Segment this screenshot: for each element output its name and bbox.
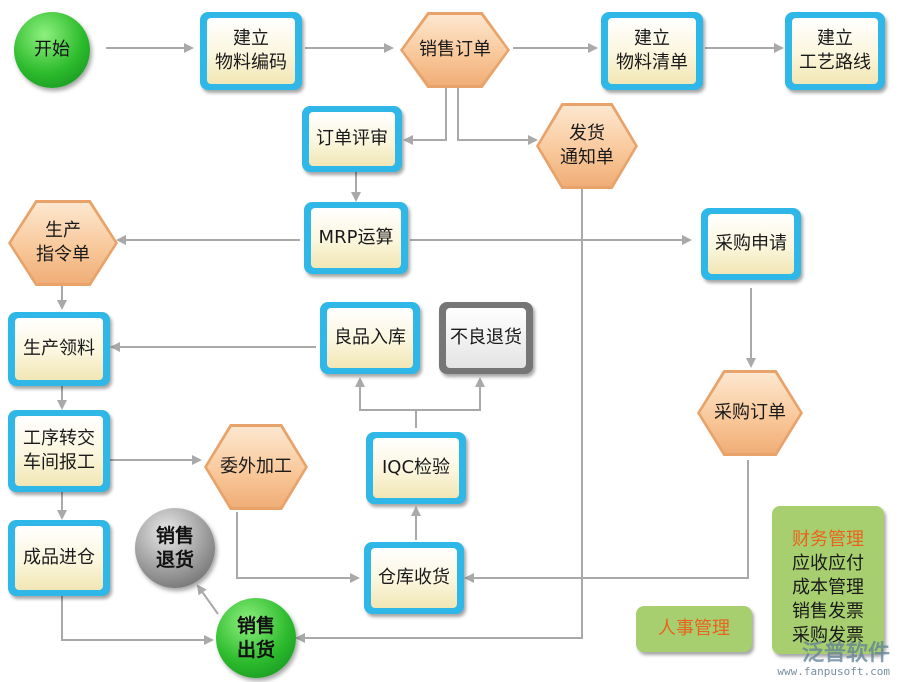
create-material-code-line1: 建立 bbox=[233, 28, 269, 49]
arrow-finished-to-shipment bbox=[61, 596, 214, 645]
arrow-iqc-to-good-stock bbox=[355, 377, 417, 428]
arrow-sales-order-to-order-review bbox=[403, 88, 447, 145]
good-stock-in-label: 良品入库 bbox=[334, 327, 406, 348]
sales-shipment-line2: 出货 bbox=[236, 639, 275, 661]
finance-item-cost-management: 成本管理 bbox=[792, 577, 864, 598]
outsourcing-label: 委外加工 bbox=[220, 456, 292, 477]
purchase-order-hex[interactable]: 采购订单 bbox=[697, 370, 803, 456]
finished-stock-in-label: 成品进仓 bbox=[23, 547, 95, 568]
sales-return-line1: 销售 bbox=[155, 525, 194, 547]
sales-shipment-circle[interactable]: 销售 出货 bbox=[216, 598, 296, 678]
production-order-line2: 指令单 bbox=[36, 244, 90, 265]
watermark-url: www.fanpusoft.com bbox=[777, 665, 890, 678]
good-stock-in-box[interactable]: 良品入库 bbox=[320, 302, 420, 374]
create-routing-line1: 建立 bbox=[817, 28, 853, 49]
watermark: 泛普软件 www.fanpusoft.com bbox=[777, 642, 890, 678]
iqc-label: IQC检验 bbox=[381, 457, 451, 478]
outsourcing-hex[interactable]: 委外加工 bbox=[204, 424, 308, 510]
arrow-outsourcing-to-receipt bbox=[236, 512, 360, 583]
create-routing-box[interactable]: 建立 工艺路线 bbox=[785, 12, 885, 90]
delivery-notice-line2: 通知单 bbox=[560, 147, 614, 168]
finance-title: 财务管理 bbox=[792, 529, 864, 550]
hr-box[interactable]: 人事管理 bbox=[636, 606, 752, 652]
order-review-label: 订单评审 bbox=[316, 128, 388, 149]
arrow-shipment-to-sales-return bbox=[196, 584, 219, 615]
start-label: 开始 bbox=[34, 39, 70, 60]
warehouse-receipt-label: 仓库收货 bbox=[378, 567, 450, 588]
sales-return-line2: 退货 bbox=[155, 549, 194, 571]
sales-shipment-line1: 销售 bbox=[236, 615, 275, 637]
create-bom-line1: 建立 bbox=[634, 28, 670, 49]
finished-stock-in-box[interactable]: 成品进仓 bbox=[8, 520, 110, 596]
mrp-label: MRP运算 bbox=[318, 227, 394, 248]
defect-return-box[interactable]: 不良退货 bbox=[439, 302, 533, 374]
production-order-line1: 生产 bbox=[45, 220, 81, 241]
purchase-request-label: 采购申请 bbox=[715, 233, 787, 254]
sales-order-hex[interactable]: 销售订单 bbox=[400, 12, 510, 88]
finance-item-purchase-invoice: 采购发票 bbox=[792, 625, 864, 646]
create-routing-line2: 工艺路线 bbox=[799, 52, 871, 73]
create-material-code-box[interactable]: 建立 物料编码 bbox=[200, 12, 302, 90]
finance-item-receivable-payable: 应收应付 bbox=[792, 553, 864, 574]
production-picking-label: 生产领料 bbox=[23, 338, 95, 359]
order-review-box[interactable]: 订单评审 bbox=[302, 106, 402, 172]
process-transfer-line1: 工序转交 bbox=[23, 428, 95, 449]
purchase-request-box[interactable]: 采购申请 bbox=[701, 208, 801, 280]
sales-return-circle[interactable]: 销售 退货 bbox=[135, 508, 215, 588]
create-bom-line2: 物料清单 bbox=[616, 52, 688, 73]
delivery-notice-line1: 发货 bbox=[569, 123, 605, 144]
create-bom-box[interactable]: 建立 物料清单 bbox=[601, 12, 703, 90]
production-picking-box[interactable]: 生产领料 bbox=[8, 312, 110, 386]
mrp-box[interactable]: MRP运算 bbox=[304, 202, 408, 274]
purchase-order-label: 采购订单 bbox=[714, 402, 786, 423]
create-material-code-line2: 物料编码 bbox=[215, 52, 287, 73]
iqc-box[interactable]: IQC检验 bbox=[366, 432, 466, 504]
process-transfer-box[interactable]: 工序转交 车间报工 bbox=[8, 410, 110, 492]
sales-order-label: 销售订单 bbox=[419, 39, 491, 60]
finance-panel[interactable]: 财务管理 应收应付 成本管理 销售发票 采购发票 bbox=[772, 506, 884, 654]
arrow-purchase-order-to-receipt bbox=[464, 460, 749, 583]
arrow-iqc-to-defect-return bbox=[416, 377, 485, 411]
warehouse-receipt-box[interactable]: 仓库收货 bbox=[364, 542, 464, 614]
watermark-brand: 泛普软件 bbox=[801, 641, 890, 666]
process-transfer-line2: 车间报工 bbox=[23, 452, 95, 473]
defect-return-label: 不良退货 bbox=[450, 327, 522, 348]
start-node[interactable]: 开始 bbox=[14, 12, 90, 88]
hr-label: 人事管理 bbox=[658, 618, 730, 639]
arrow-delivery-notice-to-shipment bbox=[295, 188, 583, 643]
arrow-sales-order-to-delivery-notice bbox=[457, 88, 538, 145]
finance-item-sales-invoice: 销售发票 bbox=[792, 601, 864, 622]
